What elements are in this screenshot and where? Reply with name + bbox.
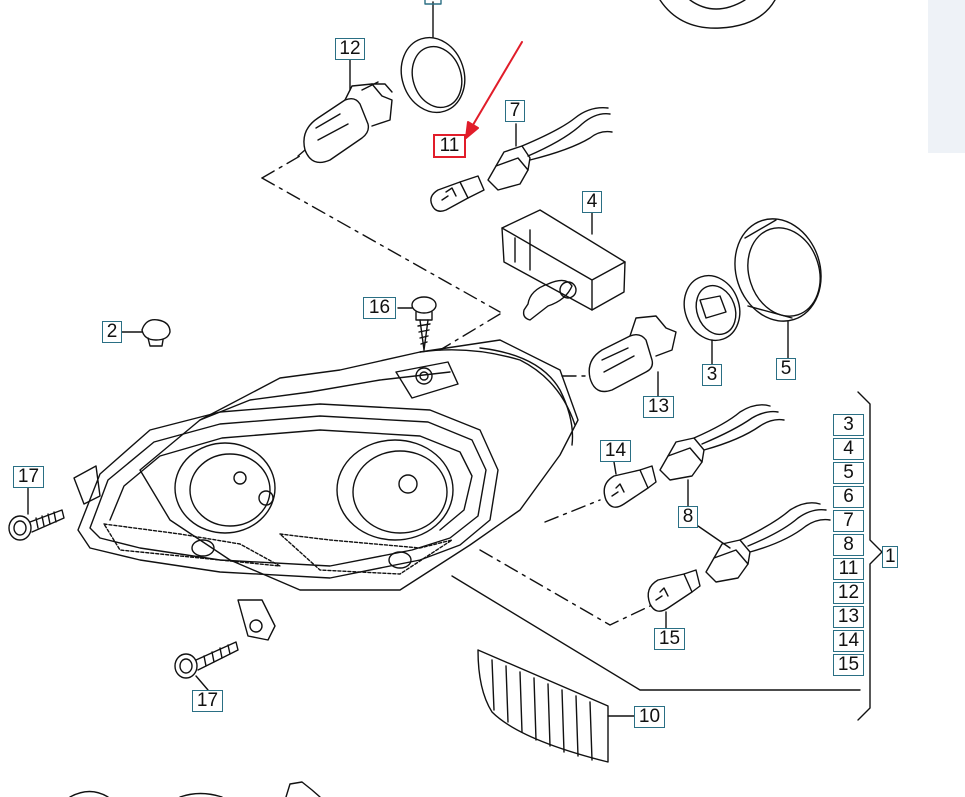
set-item[interactable]: 12 bbox=[833, 582, 864, 604]
assembly-lines bbox=[261, 155, 651, 626]
side-panel bbox=[928, 0, 965, 153]
set-item[interactable]: 14 bbox=[833, 630, 864, 652]
callout-11-highlighted[interactable]: 11 bbox=[433, 134, 466, 158]
set-item[interactable]: 7 bbox=[833, 510, 864, 532]
adjuster-ring bbox=[683, 274, 741, 365]
callout-4[interactable]: 4 bbox=[582, 191, 602, 213]
blanking-plug bbox=[121, 319, 171, 347]
bulb-h7-bottom bbox=[588, 315, 677, 397]
partial-bottom-parts bbox=[69, 781, 321, 797]
callout-17-left[interactable]: 17 bbox=[13, 466, 44, 488]
callout-13[interactable]: 13 bbox=[643, 396, 674, 418]
set-item[interactable]: 15 bbox=[833, 654, 864, 676]
callout-17-bottom[interactable]: 17 bbox=[192, 690, 223, 712]
bulb-w5w-14 bbox=[603, 461, 657, 508]
callout-2[interactable]: 2 bbox=[102, 321, 122, 343]
callout-1[interactable]: 1 bbox=[882, 546, 898, 568]
set-item[interactable]: 13 bbox=[833, 606, 864, 628]
callout-10[interactable]: 10 bbox=[634, 706, 665, 728]
callout-16[interactable]: 16 bbox=[363, 297, 396, 319]
set-item[interactable]: 6 bbox=[833, 486, 864, 508]
screw-bottom bbox=[174, 641, 239, 691]
leader-line-set bbox=[451, 575, 861, 691]
socket-wire-8-lower bbox=[697, 502, 831, 583]
screw-top bbox=[397, 296, 437, 351]
dust-cap bbox=[734, 218, 822, 359]
set-item[interactable]: 8 bbox=[833, 534, 864, 556]
callout-5[interactable]: 5 bbox=[776, 358, 796, 380]
control-unit bbox=[501, 209, 626, 321]
callout-8[interactable]: 8 bbox=[678, 506, 698, 528]
socket-wire-8-upper bbox=[659, 404, 785, 507]
callout-7[interactable]: 7 bbox=[505, 100, 525, 122]
callout-3[interactable]: 3 bbox=[702, 364, 722, 386]
set-item[interactable]: 11 bbox=[833, 558, 864, 580]
retaining-ring-top bbox=[400, 0, 466, 114]
cover-strip bbox=[477, 649, 635, 763]
set-item[interactable]: 4 bbox=[833, 438, 864, 460]
set-contents-list: 3 4 5 6 7 8 11 12 13 14 15 bbox=[833, 414, 864, 678]
set-item[interactable]: 3 bbox=[833, 414, 864, 436]
callout-12[interactable]: 12 bbox=[335, 38, 365, 60]
partial-top-part bbox=[659, 0, 776, 29]
bulb-h7-top bbox=[297, 59, 393, 164]
socket-wire-7 bbox=[487, 107, 613, 191]
set-item[interactable]: 5 bbox=[833, 462, 864, 484]
callout-14[interactable]: 14 bbox=[600, 440, 631, 462]
headlamp-housing bbox=[73, 339, 579, 641]
callout-15[interactable]: 15 bbox=[654, 628, 685, 650]
bulb-w5w bbox=[430, 175, 485, 212]
bulb-w5w-15 bbox=[647, 569, 701, 629]
screw-left bbox=[8, 487, 65, 541]
highlight-arrow bbox=[465, 41, 523, 139]
